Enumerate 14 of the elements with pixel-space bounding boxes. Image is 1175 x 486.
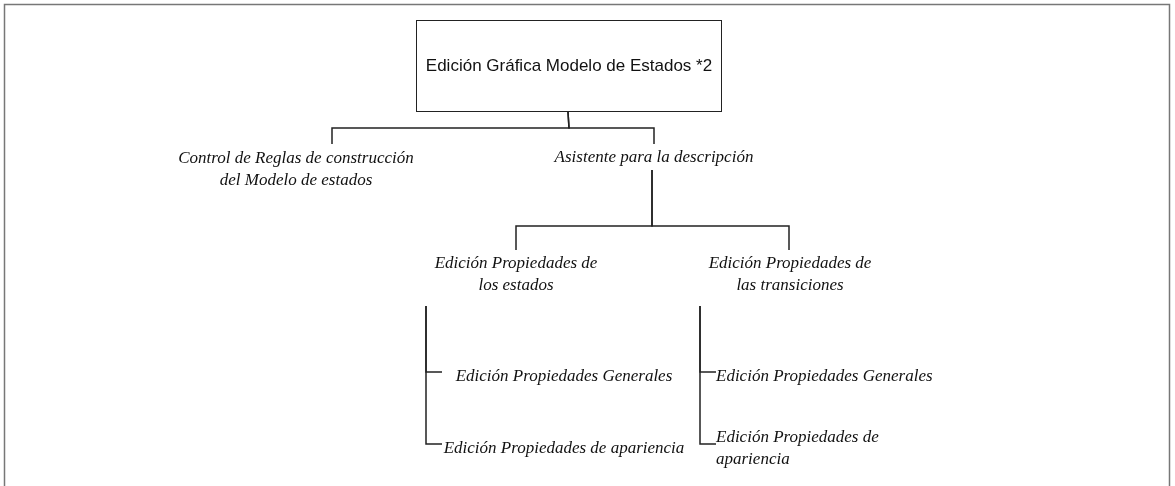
node-label: Edición Propiedades de las transiciones (707, 252, 873, 296)
node-label: Edición Propiedades de los estados (433, 252, 599, 296)
connector-line (651, 169, 790, 251)
node-label: Control de Reglas de construcción del Modelo de estados (177, 147, 415, 191)
node-label: Edición Propiedades de apariencia (442, 437, 686, 459)
connector-line (699, 305, 717, 445)
node-label: Edición Propiedades Generales (454, 365, 674, 387)
node-label: Asistente para la descripción (552, 146, 755, 168)
title-box (416, 20, 722, 112)
box-label: Edición Gráfica Modelo de Estados *2 (424, 55, 714, 77)
node-label: Edición Propiedades de apariencia (716, 426, 880, 470)
node-label: Edición Propiedades Generales (716, 365, 934, 387)
connector-line (425, 305, 443, 445)
connector-line (567, 111, 655, 145)
